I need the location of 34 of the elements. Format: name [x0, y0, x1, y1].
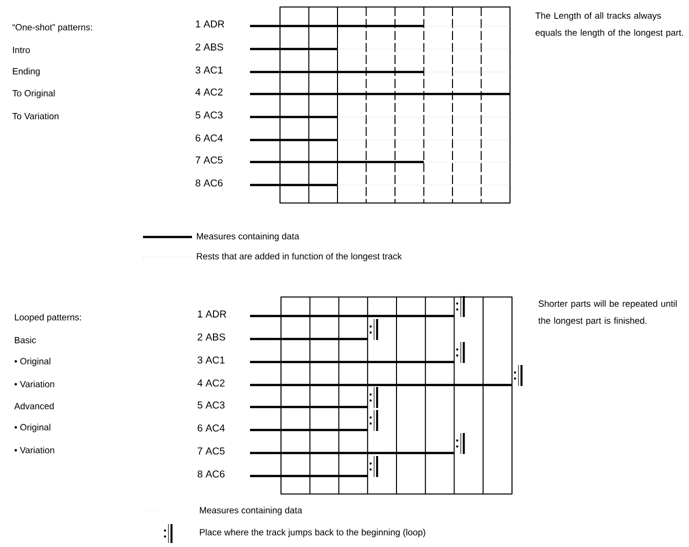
pattern-list-item: Intro: [13, 46, 30, 54]
pattern-heading: “One-shot” patterns:: [12, 24, 92, 32]
track-label: 6 AC4: [196, 134, 223, 142]
pattern-list-item: To Original: [12, 90, 55, 98]
pattern-list-item: • Original: [14, 424, 50, 432]
note-text: The Length of all tracks always equals the length of the longest part.: [535, 12, 683, 38]
note-text: Shorter parts will be repeated until the longest part is finished.: [538, 300, 677, 326]
track-label: 4 AC2: [195, 88, 222, 96]
pattern-list-item: Advanced: [14, 402, 54, 410]
track-label: 2 ABS: [196, 43, 224, 51]
legend-text: Place where the track jumps back to the beginning (loop): [200, 528, 426, 538]
track-label: 1 ADR: [196, 20, 224, 28]
track-label: 5 AC3: [196, 111, 223, 119]
track-label: 6 AC4: [198, 424, 225, 432]
pattern-list-item: • Variation: [14, 380, 54, 388]
track-label: 8 AC6: [196, 179, 223, 187]
track-label: 3 AC1: [196, 66, 222, 74]
track-label: 5 AC3: [198, 401, 225, 409]
track-label: 7 AC5: [198, 447, 225, 455]
track-label: 7 AC5: [196, 156, 223, 164]
legend-text: Measures containing data: [196, 232, 300, 242]
pattern-list-item: Basic: [14, 336, 36, 344]
pattern-list-item: Ending: [12, 68, 40, 76]
pattern-list-item: To Variation: [12, 112, 58, 120]
track-label: 4 AC2: [197, 379, 224, 387]
pattern-heading: Looped patterns:: [14, 314, 81, 322]
track-label: 2 ABS: [198, 333, 226, 341]
track-label: 8 AC6: [198, 470, 225, 478]
pattern-list-item: • Original: [14, 358, 50, 366]
pattern-list-item: • Variation: [14, 446, 54, 454]
legend-text: Rests that are added in function of the longest track: [196, 252, 402, 262]
track-label: 1 ADR: [198, 310, 226, 318]
legend-text: Measures containing data: [200, 506, 302, 516]
track-label: 3 AC1: [198, 356, 224, 364]
